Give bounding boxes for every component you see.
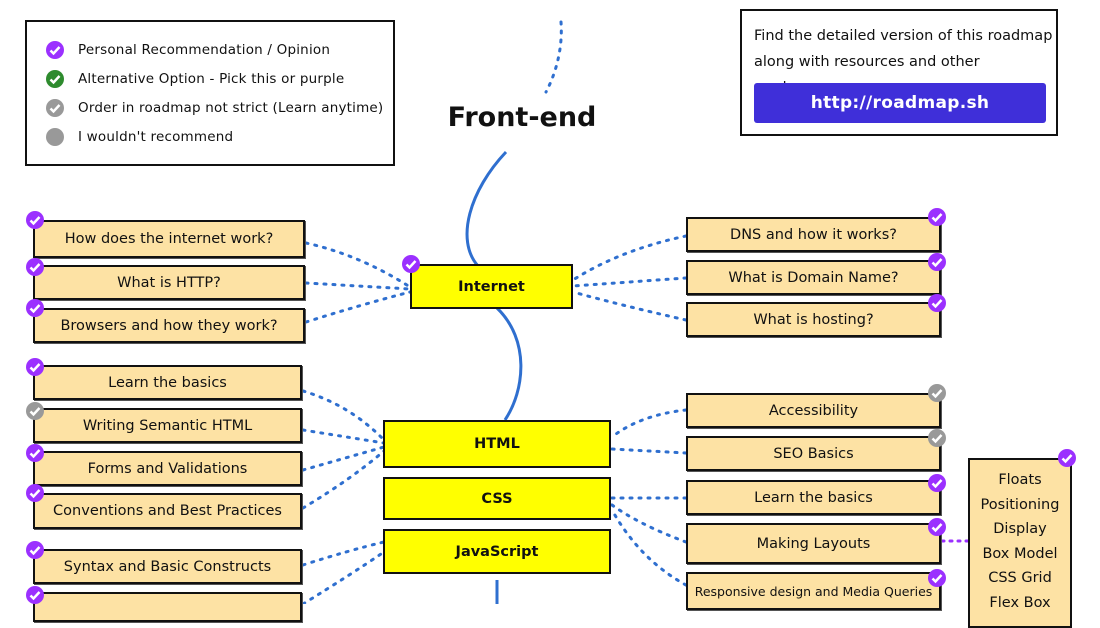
check-circle-icon <box>1058 449 1076 467</box>
link-html-right-2 <box>610 447 688 455</box>
check-circle-icon <box>928 474 946 492</box>
gray-check-circle-icon <box>928 384 946 402</box>
check-circle-icon <box>402 255 420 273</box>
node-syntax-basics[interactable]: Syntax and Basic Constructs <box>33 549 302 584</box>
main-spine <box>465 150 523 604</box>
check-circle-icon <box>26 484 44 502</box>
promo-line-1: Find the detailed version of this roadma… <box>754 28 1053 44</box>
legend-label: Personal Recommendation / Opinion <box>78 42 331 58</box>
check-circle-icon <box>46 70 64 88</box>
legend-item-alternative: Alternative Option - Pick this or purple <box>45 69 344 89</box>
link-internet-right-3 <box>571 290 688 322</box>
check-circle-icon <box>928 253 946 271</box>
gray-check-circle-icon <box>928 429 946 447</box>
legend-label: Alternative Option - Pick this or purple <box>78 71 345 87</box>
link-html-left-1 <box>301 389 386 442</box>
node-browsers[interactable]: Browsers and how they work? <box>33 308 305 343</box>
list-item[interactable]: Floats <box>998 472 1042 488</box>
check-circle-icon <box>928 208 946 226</box>
link-html-right-1 <box>610 408 688 439</box>
gray-check-circle-icon <box>26 402 44 420</box>
link-css-right-3 <box>610 508 688 587</box>
link-js-left-1 <box>301 540 386 567</box>
link-html-left-4 <box>301 449 386 510</box>
roadmap-link-button[interactable]: http://roadmap.sh <box>754 83 1046 123</box>
check-circle-icon <box>26 211 44 229</box>
link-internet-left-2 <box>304 281 412 291</box>
node-dns[interactable]: DNS and how it works? <box>686 217 941 252</box>
legend-label: I wouldn't recommend <box>78 129 234 145</box>
topic-javascript[interactable]: JavaScript <box>383 529 611 574</box>
link-internet-left-3 <box>304 290 412 324</box>
legend: Personal Recommendation / Opinion Altern… <box>25 20 395 166</box>
list-item[interactable]: Display <box>993 521 1047 537</box>
legend-label: Order in roadmap not strict (Learn anyti… <box>78 100 384 116</box>
link-internet-left-1 <box>304 241 412 289</box>
link-html-left-3 <box>301 445 386 472</box>
node-how-internet-works[interactable]: How does the internet work? <box>33 220 305 258</box>
legend-item-order-not-strict: Order in roadmap not strict (Learn anyti… <box>45 98 383 118</box>
check-circle-icon <box>26 541 44 559</box>
node-seo-basics[interactable]: SEO Basics <box>686 436 941 471</box>
node-css-basics[interactable]: Learn the basics <box>686 480 941 515</box>
check-circle-icon <box>26 299 44 317</box>
node-conventions[interactable]: Conventions and Best Practices <box>33 493 302 529</box>
layout-topics-list: Floats Positioning Display Box Model CSS… <box>968 458 1072 628</box>
check-circle-icon <box>26 586 44 604</box>
list-item[interactable]: CSS Grid <box>988 570 1052 586</box>
check-circle-icon <box>46 99 64 117</box>
topic-html[interactable]: HTML <box>383 420 611 468</box>
node-accessibility[interactable]: Accessibility <box>686 393 941 428</box>
node-responsive-design[interactable]: Responsive design and Media Queries <box>686 572 941 610</box>
topic-internet[interactable]: Internet <box>410 264 573 309</box>
legend-item-not-recommended: I wouldn't recommend <box>45 127 233 147</box>
check-circle-icon <box>26 444 44 462</box>
promo-box: Find the detailed version of this roadma… <box>740 9 1058 136</box>
check-circle-icon <box>928 569 946 587</box>
node-semantic-html[interactable]: Writing Semantic HTML <box>33 408 302 443</box>
list-item[interactable]: Positioning <box>980 496 1060 513</box>
node-js-left-2[interactable] <box>33 592 302 622</box>
link-internet-right-2 <box>571 276 688 288</box>
node-html-basics[interactable]: Learn the basics <box>33 365 302 400</box>
link-html-left-2 <box>301 428 386 445</box>
check-circle-icon <box>928 518 946 536</box>
top-dotted-line <box>544 20 563 94</box>
filled-circle-icon <box>46 128 64 146</box>
check-circle-icon <box>26 358 44 376</box>
node-what-is-http[interactable]: What is HTTP? <box>33 265 305 300</box>
link-css-right-2 <box>610 503 688 544</box>
node-hosting[interactable]: What is hosting? <box>686 302 941 337</box>
legend-item-recommendation: Personal Recommendation / Opinion <box>45 40 330 60</box>
list-item[interactable]: Box Model <box>982 545 1058 562</box>
page-title: Front-end <box>447 102 597 133</box>
topic-css[interactable]: CSS <box>383 477 611 520</box>
check-circle-icon <box>46 41 64 59</box>
node-forms-validations[interactable]: Forms and Validations <box>33 451 302 486</box>
node-making-layouts[interactable]: Making Layouts <box>686 523 941 564</box>
link-js-left-2 <box>301 550 386 604</box>
check-circle-icon <box>928 294 946 312</box>
list-item[interactable]: Flex Box <box>989 594 1051 611</box>
connector-layer <box>301 20 970 604</box>
check-circle-icon <box>26 258 44 276</box>
link-internet-right-1 <box>571 234 688 282</box>
node-domain-name[interactable]: What is Domain Name? <box>686 260 941 295</box>
